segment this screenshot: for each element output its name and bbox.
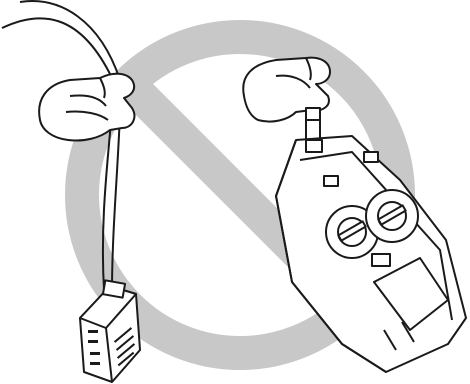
hand-holding-antenna-icon (243, 58, 330, 142)
receiver-module-icon (80, 280, 140, 382)
